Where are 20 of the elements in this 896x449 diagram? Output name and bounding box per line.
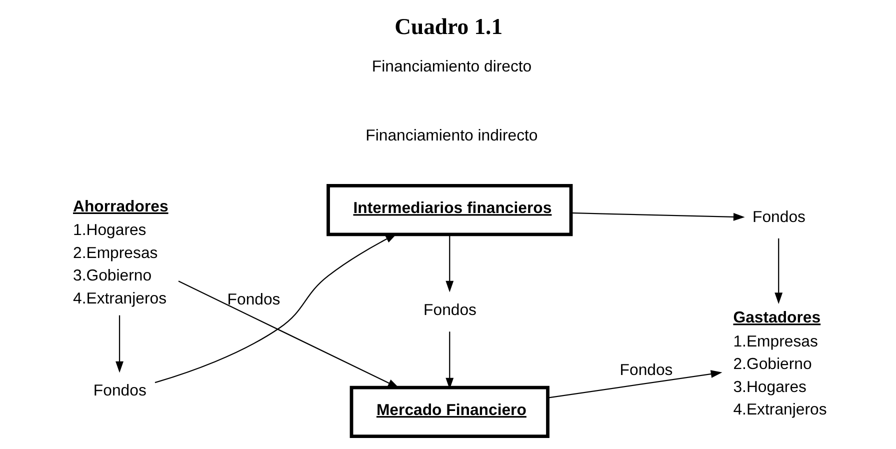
- arrow: [547, 370, 722, 398]
- arrow: [570, 212, 744, 221]
- arrow: [774, 238, 782, 304]
- node-text: Fondos: [92, 382, 146, 400]
- arrow: [178, 280, 399, 388]
- arrow: [445, 332, 454, 390]
- node-text: Ahorradores 1.Hogares 2.Empresas 3.Gobierno 4.Extranjeros: [72, 198, 168, 308]
- arrow: [115, 315, 123, 373]
- edge-label: Fondos: [619, 362, 672, 379]
- label: Financiamiento indirecto: [365, 128, 538, 144]
- label: Financiamiento directo: [371, 58, 532, 76]
- node-text: Fondos: [752, 209, 805, 226]
- arrow: [445, 234, 454, 292]
- node-box: Mercado Financiero: [349, 386, 549, 438]
- node-text: Fondos: [423, 302, 476, 320]
- edge-label: Fondos: [226, 291, 280, 308]
- node-text: Gastadores 1.Empresas 2.Gobierno 3.Hogares 4.Extranjeros: [732, 310, 826, 418]
- node-box: Intermediarios financieros: [326, 184, 572, 236]
- diagram-title: Cuadro 1.1: [394, 14, 502, 40]
- arrow: [154, 234, 396, 384]
